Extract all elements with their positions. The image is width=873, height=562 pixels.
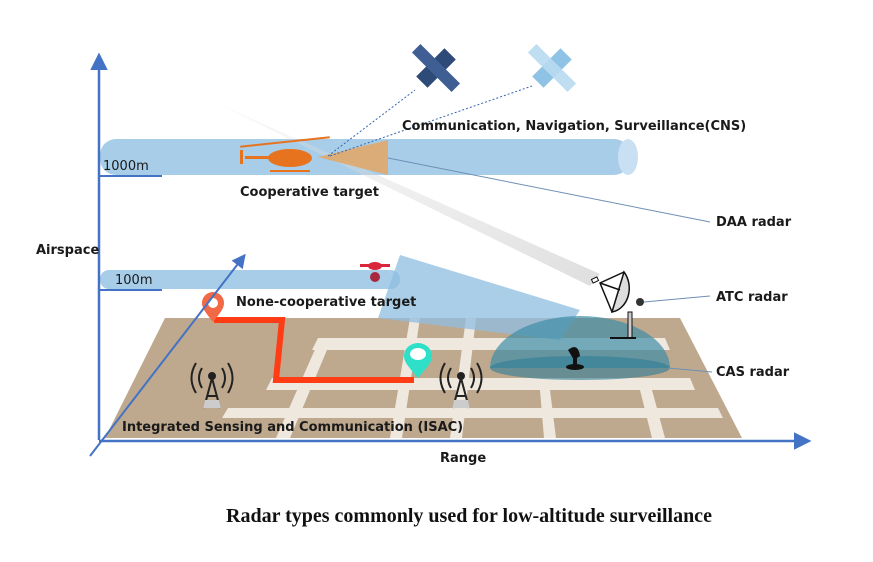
depth-axis — [89, 253, 246, 457]
atc-radar-icon — [590, 270, 644, 339]
daa-beam — [214, 102, 600, 286]
route-end-pin-icon — [404, 343, 432, 378]
route-start-pin-icon — [202, 292, 224, 322]
cas-leader-line — [667, 367, 713, 373]
cas-radar-icon — [566, 347, 584, 370]
cooperative-target-label: Cooperative target — [240, 185, 379, 200]
isac-label: Integrated Sensing and Communication (IS… — [122, 420, 463, 435]
daa-radar-label: DAA radar — [716, 215, 792, 230]
cas-radar-dome — [490, 316, 670, 380]
non-cooperative-target-label: None-cooperative target — [236, 295, 416, 310]
x-axis-label: Range — [440, 451, 486, 466]
isac-tower-icon — [439, 362, 483, 409]
cas-radar-label: CAS radar — [716, 365, 790, 380]
drone-icon — [360, 262, 390, 282]
isac-tower-icon — [190, 362, 234, 409]
target-route — [214, 317, 414, 383]
helicopter-beam — [318, 140, 388, 175]
altitude-label-100m: 100m — [115, 273, 152, 288]
roads — [222, 318, 723, 438]
satellite-icon — [527, 43, 577, 93]
satellite-icon — [411, 43, 461, 93]
drone-beam — [378, 255, 580, 340]
daa-leader-line — [387, 157, 711, 223]
atc-leader-line — [643, 295, 711, 303]
altitude-layer-100m — [100, 270, 400, 289]
cns-label: Communication, Navigation, Surveillance(… — [402, 119, 746, 134]
atc-radar-label: ATC radar — [716, 290, 788, 305]
helicopter-icon — [240, 136, 330, 172]
y-axis-label: Airspace — [36, 243, 99, 258]
figure-caption: Radar types commonly used for low-altitu… — [226, 505, 712, 527]
altitude-label-1000m: 1000m — [103, 159, 149, 174]
